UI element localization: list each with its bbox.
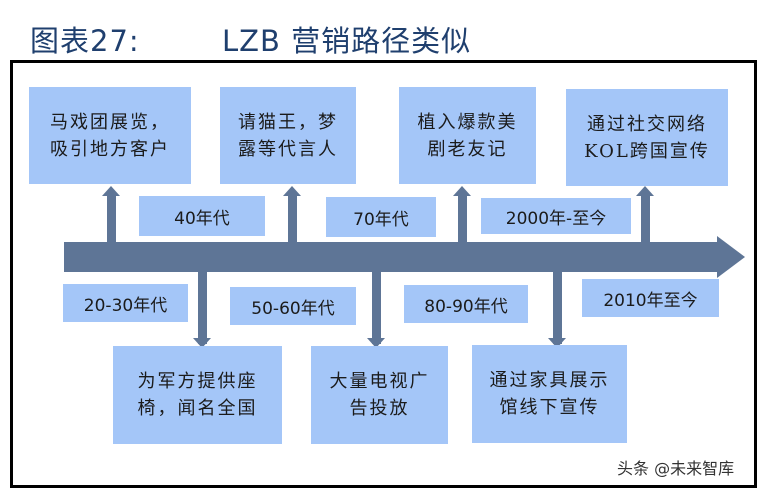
figure-label: 图表27: — [30, 24, 140, 58]
era-label-70s: 70年代 — [326, 197, 436, 237]
arrow-up-icon — [453, 186, 471, 196]
arrow-up-icon — [283, 186, 301, 196]
connector-up-3 — [458, 194, 467, 242]
connector-up-1 — [107, 194, 116, 242]
connector-down-2 — [372, 272, 381, 344]
arrow-up-icon — [636, 186, 654, 196]
connector-down-3 — [553, 272, 562, 344]
era-label-20-30s: 20-30年代 — [63, 284, 188, 322]
event-box-1: 马戏团展览， 吸引地方客户 — [29, 87, 191, 184]
event-box-3: 请猫王，梦 露等代言人 — [220, 87, 356, 184]
connector-up-4 — [641, 194, 650, 242]
timeline-arrowhead-icon — [717, 236, 745, 278]
arrow-down-icon — [367, 338, 385, 348]
arrow-down-icon — [548, 338, 566, 348]
event-box-2: 为军方提供座 椅，闻名全国 — [113, 346, 282, 444]
arrow-down-icon — [193, 338, 211, 348]
era-label-80-90s: 80-90年代 — [404, 285, 528, 323]
era-label-2010s: 2010年至今 — [582, 279, 719, 317]
event-box-7: 通过社交网络 KOL跨国宣传 — [566, 89, 728, 186]
event-box-5: 植入爆款美 剧老友记 — [399, 87, 536, 184]
timeline-axis — [64, 242, 719, 272]
era-label-40s: 40年代 — [139, 196, 265, 236]
era-label-50-60s: 50-60年代 — [230, 287, 356, 325]
event-box-4: 大量电视广 告投放 — [311, 346, 448, 444]
connector-up-2 — [288, 194, 297, 242]
era-label-2000s: 2000年-至今 — [481, 198, 631, 234]
arrow-up-icon — [102, 186, 120, 196]
figure-title: 图表27: LZB 营销路径类似 — [30, 18, 471, 58]
connector-down-1 — [198, 272, 207, 344]
watermark: 头条 @未来智库 — [617, 459, 735, 478]
figure-caption: LZB 营销路径类似 — [222, 24, 472, 58]
event-box-6: 通过家具展示 馆线下宣传 — [472, 345, 627, 443]
